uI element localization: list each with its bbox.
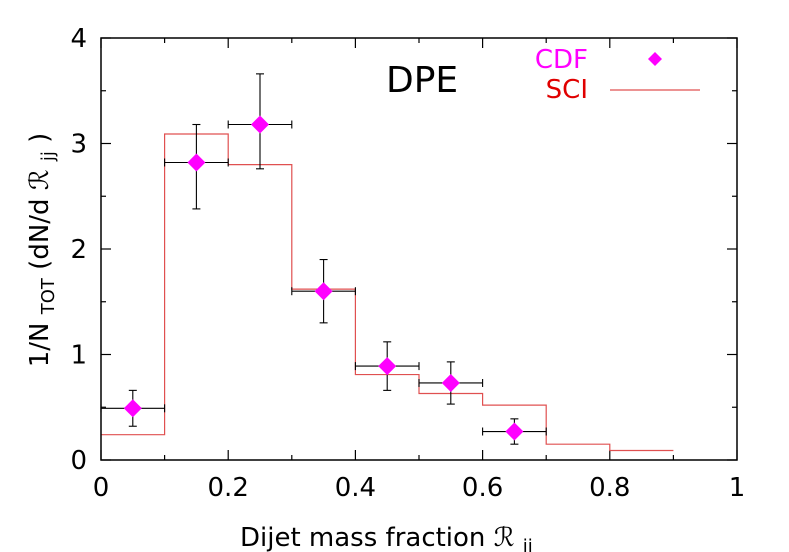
- y-tick-label: 4: [70, 24, 87, 54]
- cdf-points-layer: [100, 73, 547, 445]
- dpe-annotation: DPE: [386, 60, 458, 101]
- x-tick-label: 0.6: [462, 473, 503, 503]
- cdf-data-point: [123, 399, 142, 418]
- y-axis-label-symbol-sub: jj: [38, 151, 59, 162]
- cdf-data-point: [505, 422, 524, 441]
- x-axis-label: Dijet mass fraction ℛ jj: [240, 523, 533, 552]
- y-axis-label-mid: (dN/d: [25, 198, 55, 269]
- legend-cdf-diamond: [648, 52, 662, 66]
- x-tick-label: 0.2: [208, 473, 249, 503]
- y-axis-label-suffix: ): [25, 133, 55, 143]
- x-tick-label: 0.8: [589, 473, 630, 503]
- legend: CDF SCI: [535, 45, 700, 105]
- y-axis-label-sub: TOT: [38, 277, 59, 315]
- x-tick-label: 0.4: [335, 473, 376, 503]
- x-axis-label-symbol-sub: jj: [522, 536, 533, 552]
- legend-sci-label: SCI: [546, 75, 588, 105]
- y-tick-label: 1: [70, 341, 87, 371]
- cdf-data-point: [314, 282, 333, 301]
- legend-cdf-marker: [648, 52, 662, 66]
- y-axis-label-symbol: ℛ: [25, 169, 55, 190]
- ticks-layer: 0 0.2 0.4 0.6 0.8 1 0 1 2 3 4: [70, 24, 745, 503]
- legend-cdf-label: CDF: [535, 45, 588, 75]
- x-axis-label-text: Dijet mass fraction: [240, 523, 485, 552]
- y-axis-label: 1/N TOT (dN/d ℛ jj ): [25, 133, 61, 368]
- cdf-data-point: [378, 357, 397, 376]
- x-tick-label: 1: [729, 473, 746, 503]
- cdf-data-point: [441, 373, 460, 392]
- y-tick-label: 2: [70, 235, 87, 265]
- x-tick-label: 0: [93, 473, 110, 503]
- x-axis-label-symbol: ℛ: [494, 523, 515, 552]
- y-axis-label-prefix: 1/N: [25, 323, 55, 368]
- y-tick-label: 3: [70, 130, 87, 160]
- plot-frame: [100, 37, 738, 461]
- y-tick-label: 0: [70, 446, 87, 476]
- cdf-data-point: [187, 153, 206, 172]
- cdf-data-point: [251, 115, 269, 134]
